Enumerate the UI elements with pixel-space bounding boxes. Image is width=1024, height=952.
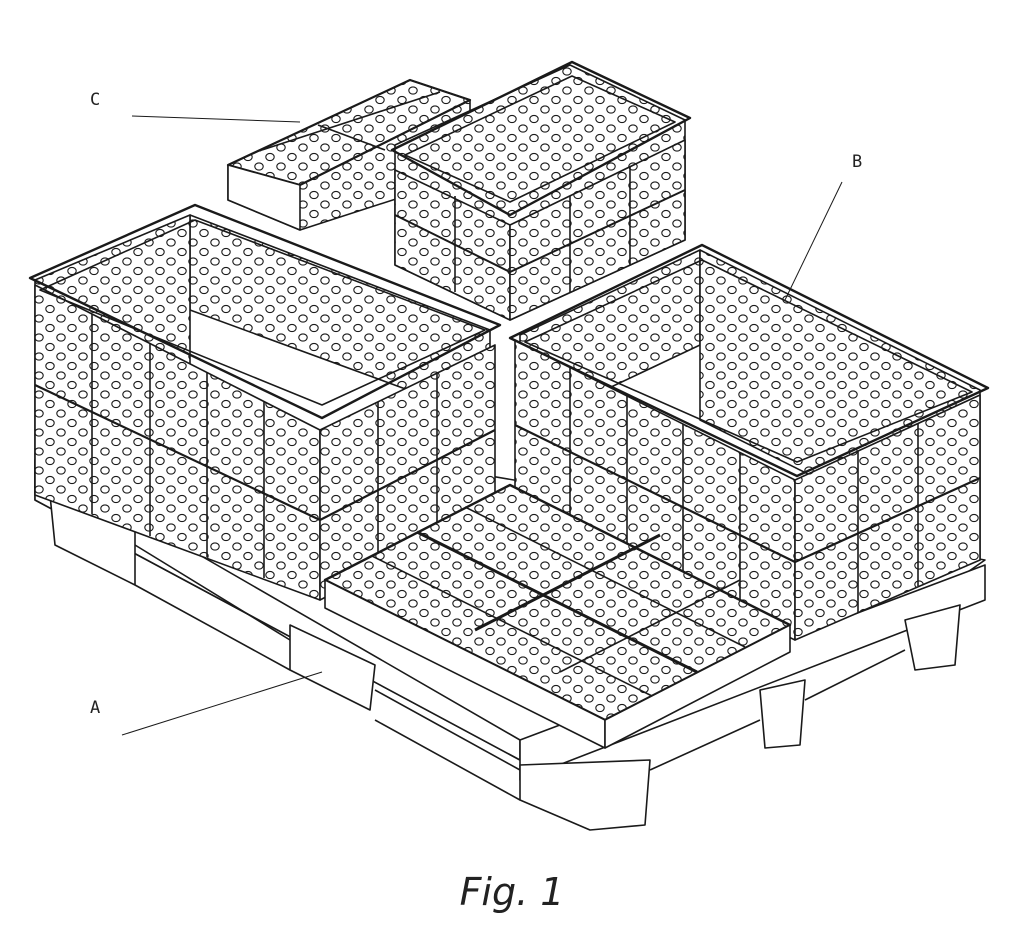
reference-label-b: B (852, 152, 864, 172)
folded-crate-front (323, 483, 792, 749)
reference-label-a: A (90, 698, 102, 718)
medium-crate-top (390, 60, 692, 321)
large-crate-left (28, 203, 502, 601)
reference-label-c: C (90, 90, 102, 110)
figure-caption: Fig. 1 (459, 870, 565, 914)
pallet-foot (289, 624, 376, 711)
leader-line-a (121, 671, 323, 736)
leader-line-b (784, 181, 843, 301)
leader-lines (121, 115, 843, 736)
pallet-foot (904, 604, 961, 671)
pallet-foot (519, 759, 651, 831)
large-crate-b (508, 243, 990, 641)
leader-line-c (131, 115, 301, 123)
pallet-foot (759, 679, 806, 749)
